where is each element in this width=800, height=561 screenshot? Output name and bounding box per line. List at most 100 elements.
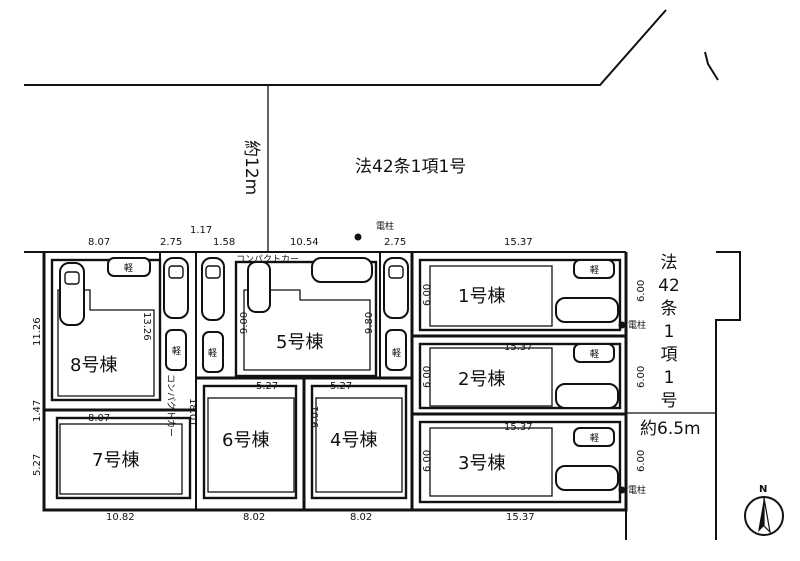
compact-car-lot-5 bbox=[247, 261, 271, 313]
house-5-footprint bbox=[243, 289, 371, 371]
lot-7-inner bbox=[55, 416, 192, 500]
car-window bbox=[168, 265, 184, 279]
lot-5-inner bbox=[234, 260, 378, 378]
compact-car-label-vertical: コンパクトカー bbox=[165, 374, 176, 437]
dim-bottom-2: 8.02 bbox=[243, 512, 265, 523]
utility-pole-label: 電柱 bbox=[628, 319, 646, 331]
road-east-char-1: 法 bbox=[661, 253, 678, 273]
dim-top-4: 1.58 bbox=[213, 237, 235, 248]
dim-h4-depth: 9.01 bbox=[310, 406, 321, 428]
house-2-footprint bbox=[429, 347, 553, 407]
lot-4-inner bbox=[310, 384, 408, 500]
house-7-footprint bbox=[59, 423, 183, 495]
house-8-footprint bbox=[57, 289, 155, 397]
lot-1-inner bbox=[418, 258, 622, 332]
road-east-char-5: 項 bbox=[661, 345, 678, 365]
lot-6-inner bbox=[202, 384, 298, 500]
house-4-footprint bbox=[315, 397, 403, 493]
road-edge-east-outer bbox=[715, 251, 741, 540]
road-east-char-7: 号 bbox=[661, 391, 678, 411]
dim-top-2: 2.75 bbox=[160, 237, 182, 248]
kei-label: 軽 bbox=[590, 433, 599, 444]
dim-right-3: 6.00 bbox=[636, 450, 647, 472]
kei-label: 軽 bbox=[590, 349, 599, 360]
road-east-char-4: 1 bbox=[664, 322, 675, 342]
dim-top-3: 1.17 bbox=[190, 225, 212, 236]
kei-car-lane-b bbox=[202, 331, 224, 373]
house-5-label: 5号棟 bbox=[276, 332, 323, 353]
kei-labels: 軽 軽 軽 軽 軽 軽 軽 bbox=[124, 263, 599, 444]
utility-pole-label: 電柱 bbox=[628, 484, 646, 496]
dim-lane-length: 18.01 bbox=[187, 398, 198, 427]
top-dimensions: 8.07 2.75 1.17 1.58 10.54 2.75 15.37 bbox=[88, 225, 533, 248]
dim-right-1: 6.00 bbox=[636, 280, 647, 302]
car-lot-3 bbox=[555, 465, 619, 491]
dim-h3-width: 15.37 bbox=[504, 422, 533, 433]
dim-h5-right: 9.80 bbox=[364, 312, 375, 334]
road-north-width: 約12m bbox=[241, 140, 261, 195]
house-1-label: 1号棟 bbox=[458, 286, 505, 307]
house-8-label: 8号棟 bbox=[70, 355, 117, 376]
dim-h2-width: 15.37 bbox=[504, 342, 533, 353]
dim-left-3: 5.27 bbox=[32, 454, 43, 476]
road-north-label: 法42条1項1号 bbox=[355, 157, 466, 177]
utility-pole-icon bbox=[618, 321, 626, 329]
cars bbox=[59, 257, 619, 491]
house-7-label: 7号棟 bbox=[92, 450, 139, 471]
utility-pole-icon bbox=[618, 486, 626, 494]
dim-right-2: 6.00 bbox=[636, 366, 647, 388]
dim-top-5: 10.54 bbox=[290, 237, 319, 248]
dim-top-1: 8.07 bbox=[88, 237, 110, 248]
dim-bottom-3: 8.02 bbox=[350, 512, 372, 523]
kei-label: 軽 bbox=[124, 263, 133, 274]
dim-h3-depth: 6.00 bbox=[422, 450, 433, 472]
car-window bbox=[388, 265, 404, 279]
kei-label: 軽 bbox=[392, 348, 401, 359]
car-lot-1 bbox=[555, 297, 619, 323]
dim-bottom-4: 15.37 bbox=[506, 512, 535, 523]
dim-left-1: 11.26 bbox=[32, 317, 43, 346]
dim-h7-width: 8.07 bbox=[88, 413, 110, 424]
house-6-label: 6号棟 bbox=[222, 430, 269, 451]
dim-top-6: 2.75 bbox=[384, 237, 406, 248]
lot-3-inner bbox=[418, 420, 622, 504]
road-east-char-3: 条 bbox=[661, 299, 678, 319]
dim-bottom-1: 10.82 bbox=[106, 512, 135, 523]
kei-car-lane-a bbox=[165, 329, 187, 371]
left-dimensions: 11.26 1.47 5.27 bbox=[32, 317, 43, 476]
car-lot-5 bbox=[311, 257, 373, 283]
kei-car-lot-8 bbox=[107, 257, 151, 277]
house-6-footprint bbox=[207, 397, 295, 493]
kei-label: 軽 bbox=[590, 265, 599, 276]
north-road: 法42条1項1号 約12m bbox=[24, 9, 719, 253]
road-east-char-2: 42 bbox=[658, 276, 680, 296]
car-window bbox=[205, 265, 221, 279]
site-boundary bbox=[42, 252, 628, 512]
house-4-label: 4号棟 bbox=[330, 430, 377, 451]
north-compass: N bbox=[744, 484, 784, 536]
house-2-label: 2号棟 bbox=[458, 369, 505, 390]
road-edge-north bbox=[24, 9, 667, 86]
house-3-label: 3号棟 bbox=[458, 453, 505, 474]
lot-2-inner bbox=[418, 342, 622, 410]
bottom-dimensions: 10.82 8.02 8.02 15.37 bbox=[106, 512, 535, 523]
road-edge-corner bbox=[704, 51, 719, 81]
house-3-footprint bbox=[429, 427, 553, 497]
dim-h4-width: 5.27 bbox=[330, 381, 352, 392]
dim-top-7: 15.37 bbox=[504, 237, 533, 248]
compass-arrow-half bbox=[763, 497, 771, 534]
compact-car-label: コンパクトカー bbox=[236, 254, 299, 265]
kei-car-lot-1 bbox=[573, 259, 615, 279]
compass-circle bbox=[744, 496, 784, 536]
compass-arrow-icon bbox=[758, 498, 764, 532]
kei-car-lane-c bbox=[385, 329, 407, 371]
utility-pole-label: 電柱 bbox=[376, 220, 394, 232]
right-dimensions: 6.00 6.00 6.00 bbox=[636, 280, 647, 472]
road-east-char-6: 1 bbox=[664, 368, 675, 388]
utility-pole-icon bbox=[354, 233, 362, 241]
dim-h6-width: 5.27 bbox=[256, 381, 278, 392]
road-east-width: 約6.5m bbox=[640, 419, 701, 439]
dim-h5-left: 9.00 bbox=[239, 312, 250, 334]
kei-car-lot-2 bbox=[573, 343, 615, 363]
